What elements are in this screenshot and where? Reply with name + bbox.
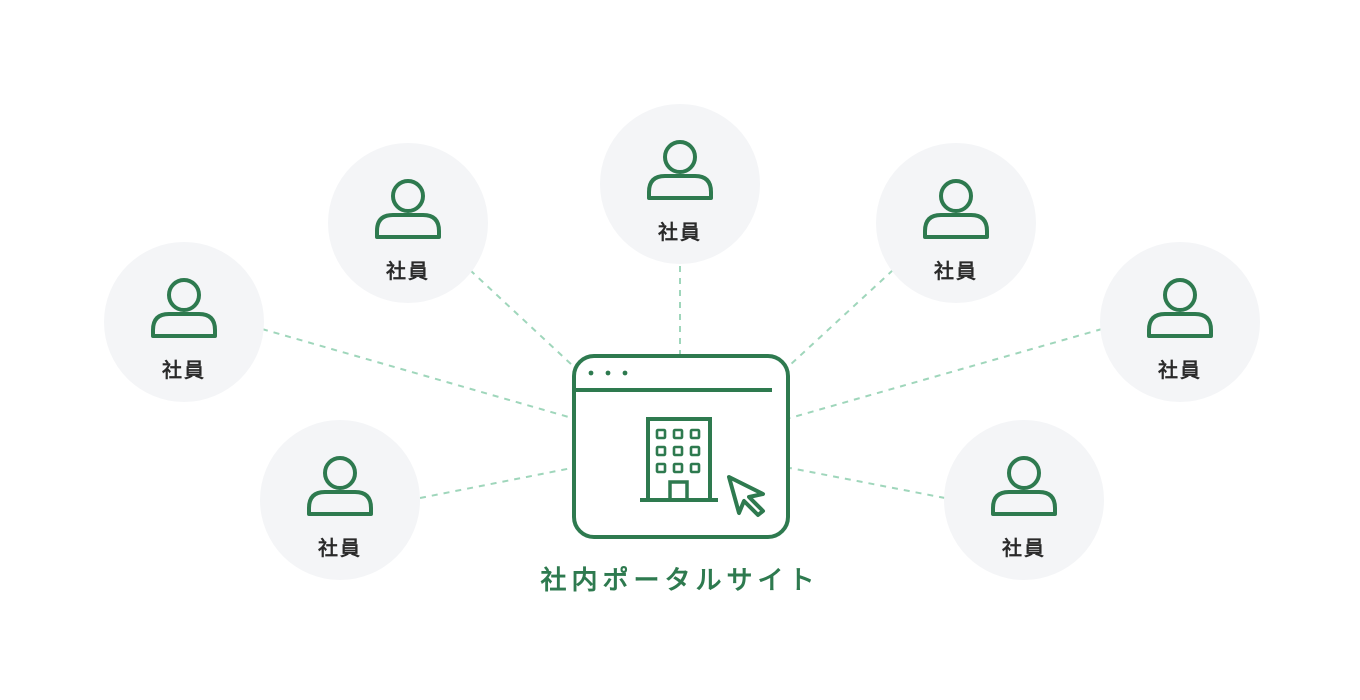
employee-node-upper-right: 社員 bbox=[876, 143, 1036, 303]
employee-node-right-upper: 社員 bbox=[1100, 242, 1260, 402]
person-icon bbox=[1147, 278, 1213, 338]
employee-label: 社員 bbox=[658, 220, 702, 244]
portal-title: 社内ポータルサイト bbox=[540, 566, 820, 596]
person-icon bbox=[151, 278, 217, 338]
connector-line bbox=[469, 269, 573, 366]
employee-node-top: 社員 bbox=[600, 104, 760, 264]
employee-label: 社員 bbox=[1002, 536, 1046, 560]
browser-window-icon bbox=[572, 354, 790, 539]
connector-line bbox=[261, 328, 573, 419]
employee-label: 社員 bbox=[934, 259, 978, 283]
employee-label: 社員 bbox=[1158, 358, 1202, 382]
cursor-arrow-icon bbox=[727, 475, 765, 517]
employee-node-left-lower: 社員 bbox=[260, 420, 420, 580]
employee-label: 社員 bbox=[386, 259, 430, 283]
employee-node-left-upper: 社員 bbox=[104, 242, 264, 402]
person-icon bbox=[923, 179, 989, 239]
person-icon bbox=[991, 456, 1057, 516]
person-icon bbox=[375, 179, 441, 239]
employee-label: 社員 bbox=[318, 536, 362, 560]
employee-node-right-lower: 社員 bbox=[944, 420, 1104, 580]
connector-line bbox=[789, 467, 946, 499]
employee-label: 社員 bbox=[162, 358, 206, 382]
person-icon bbox=[647, 140, 713, 200]
connector-line bbox=[419, 467, 573, 499]
person-icon bbox=[307, 456, 373, 516]
connector-line bbox=[789, 328, 1103, 419]
office-building-icon bbox=[640, 417, 718, 502]
employee-node-upper-left: 社員 bbox=[328, 143, 488, 303]
connector-line bbox=[789, 269, 894, 366]
